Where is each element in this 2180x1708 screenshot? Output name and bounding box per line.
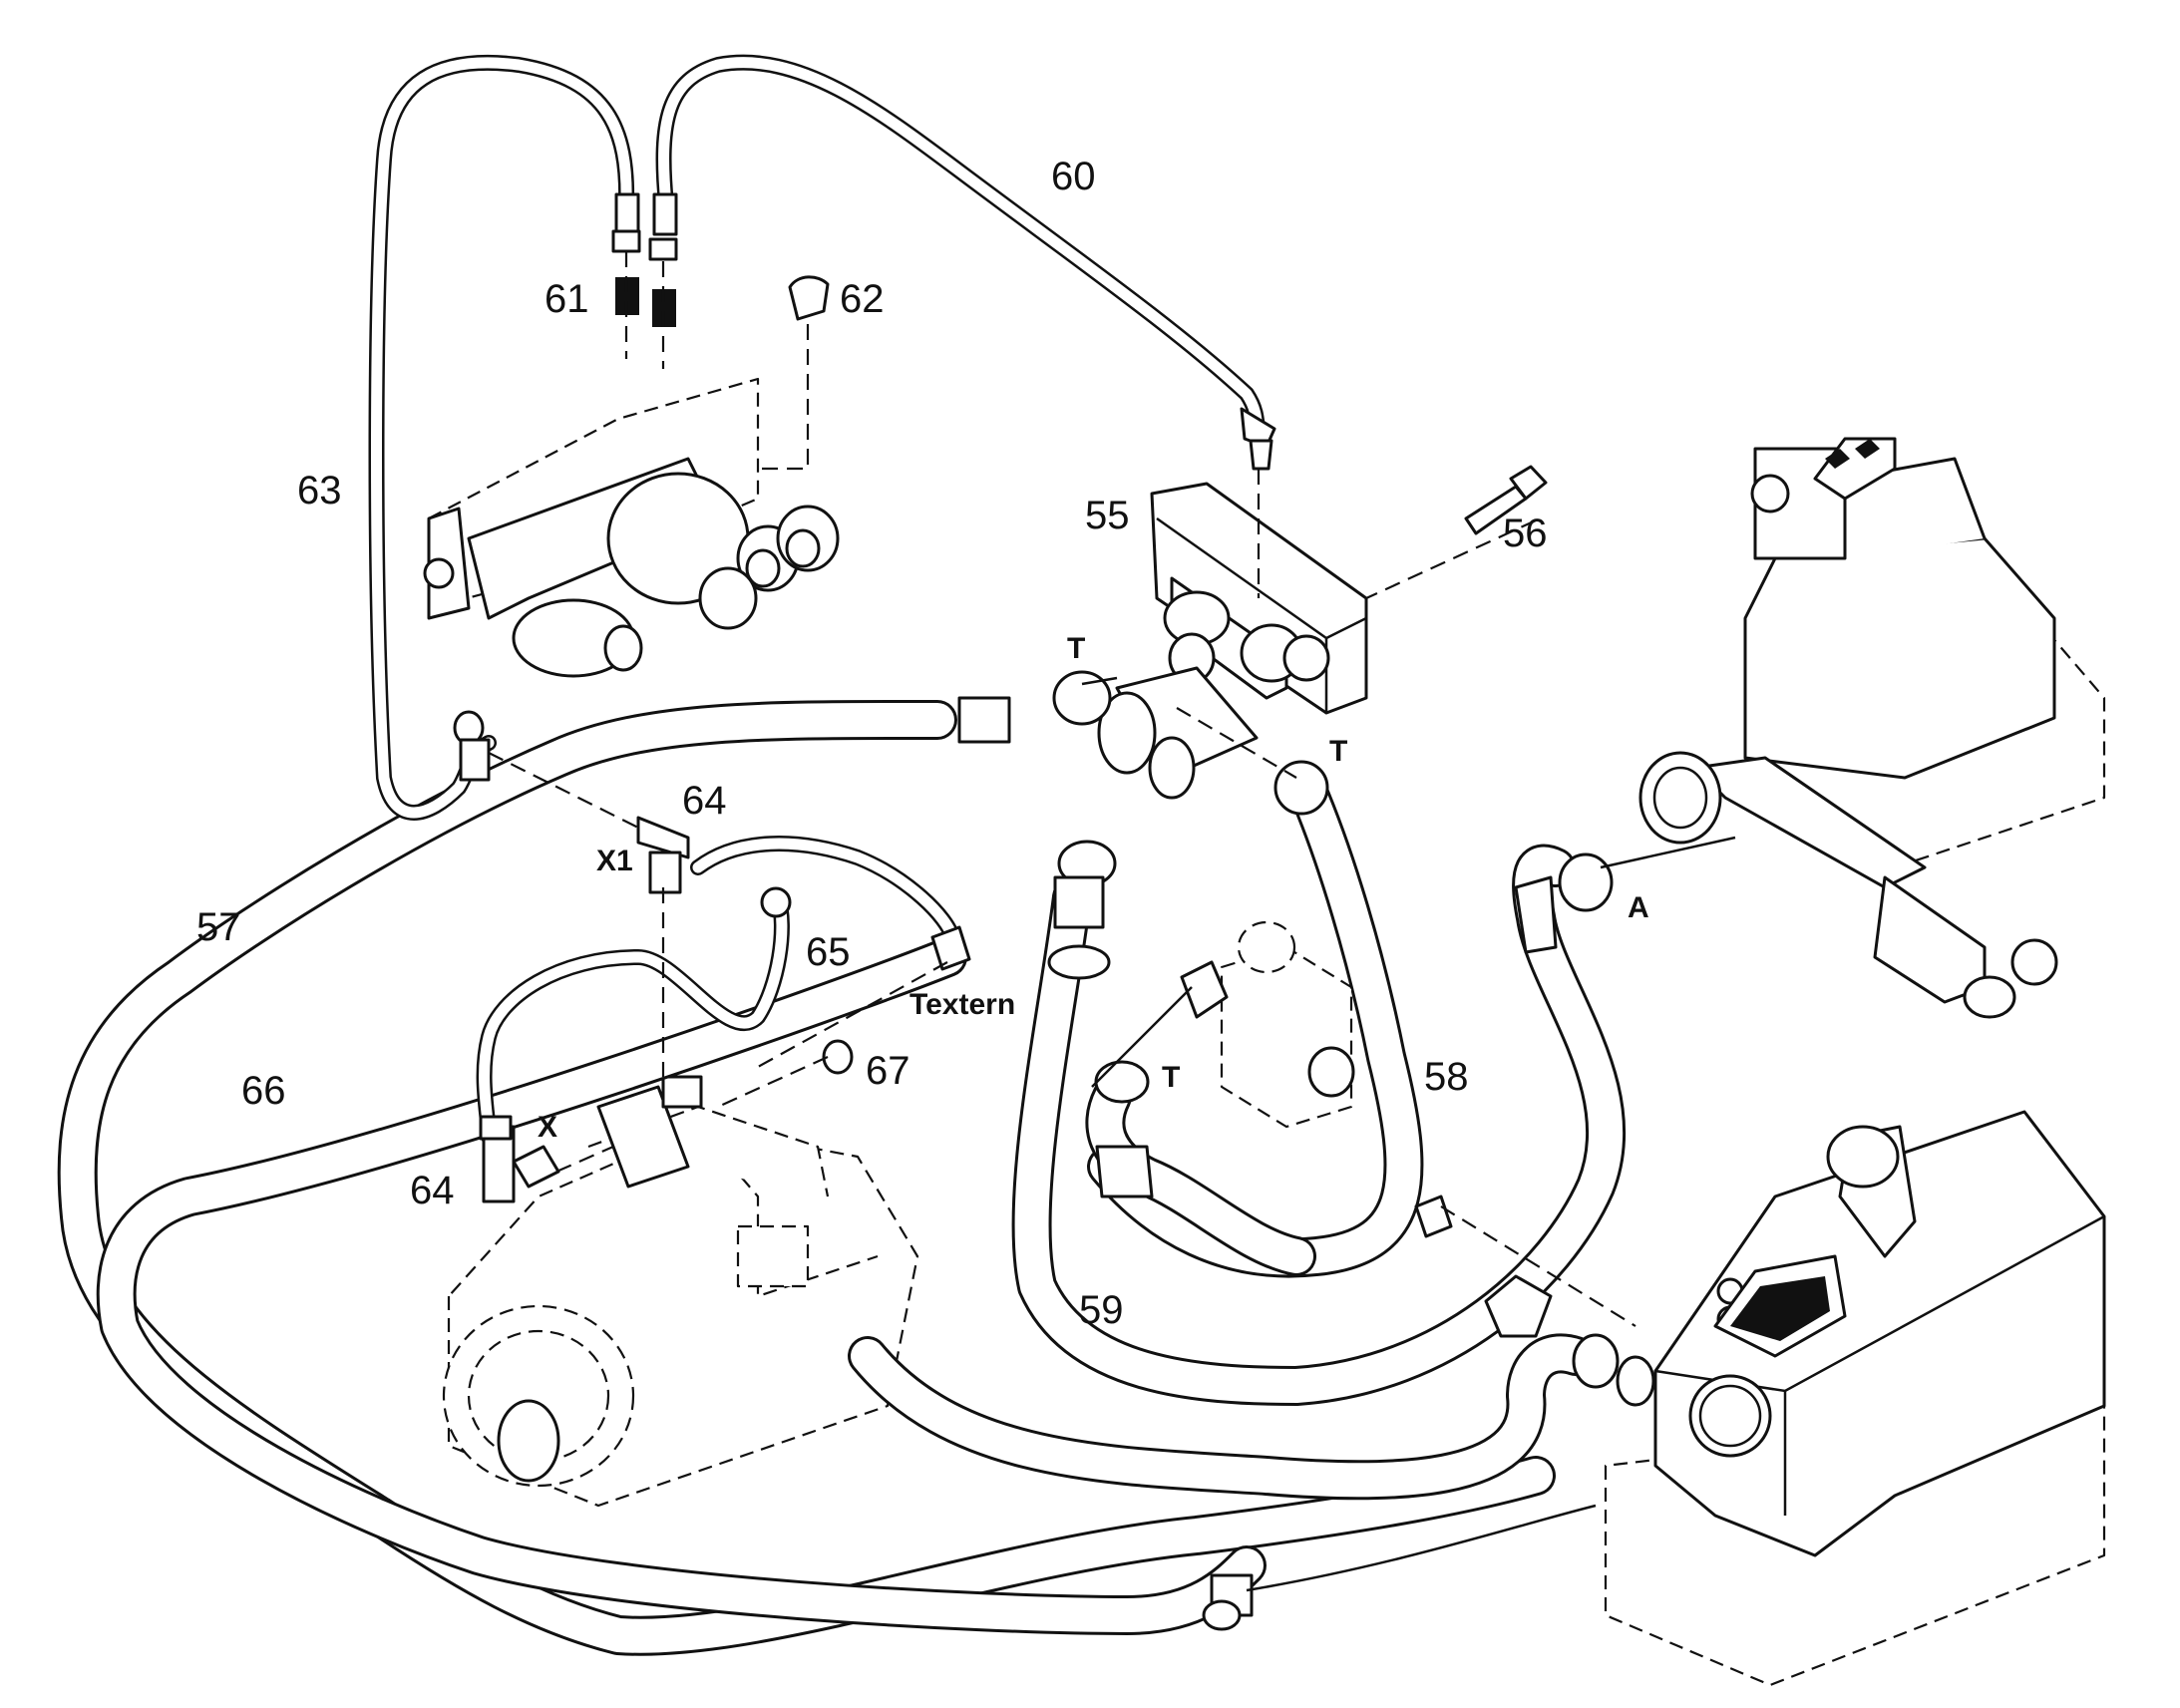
label-66: 66: [241, 1069, 286, 1113]
bolt-56: [1464, 465, 1548, 535]
label-67: 67: [866, 1049, 910, 1093]
hose-65: [476, 889, 790, 1145]
leader-lines: [488, 251, 1736, 1592]
label-64-upper: 64: [682, 779, 727, 823]
port-t-right: T: [1329, 735, 1347, 768]
label-57: 57: [196, 905, 241, 949]
tank-return-block: [1097, 482, 1368, 800]
hose-tank-return: [848, 1333, 1596, 1501]
hose-59: [1011, 844, 1627, 1406]
port-t-lower: T: [1162, 1061, 1180, 1094]
label-62: 62: [840, 277, 885, 321]
hose-60: [655, 54, 1267, 447]
port-t-upper: T: [1067, 632, 1085, 665]
label-59: 59: [1079, 1288, 1124, 1332]
control-valve: [1638, 437, 2106, 1019]
hose-drain-t: [1085, 1077, 1316, 1276]
port-x: X: [538, 1111, 557, 1144]
port-labels: T T T A X1 X Textern: [538, 632, 1649, 1144]
hydraulic-tank: [1604, 1110, 2106, 1687]
label-58: 58: [1424, 1055, 1469, 1099]
label-64-lower: 64: [410, 1169, 455, 1212]
small-valve-block: [1180, 920, 1355, 1129]
label-56: 56: [1503, 512, 1548, 555]
hydraulic-pump: [442, 1055, 919, 1508]
port-textern: Textern: [909, 988, 1015, 1021]
hose-to-textern: [690, 836, 960, 945]
label-60: 60: [1051, 155, 1096, 198]
label-55: 55: [1085, 494, 1130, 537]
port-a: A: [1628, 891, 1649, 924]
fittings: [453, 192, 1655, 1631]
part-number-labels: 55 56 57 58 59 60 61 62 63 64 64 65 66 6…: [196, 155, 1548, 1332]
label-65: 65: [806, 930, 851, 974]
pilot-manifold-block: [423, 377, 840, 678]
hose-63: [368, 54, 635, 821]
port-x1: X1: [596, 845, 633, 877]
label-61: 61: [545, 277, 589, 321]
label-63: 63: [297, 469, 342, 512]
hose-58: [1087, 768, 1424, 1278]
hose-66: [96, 937, 1267, 1635]
